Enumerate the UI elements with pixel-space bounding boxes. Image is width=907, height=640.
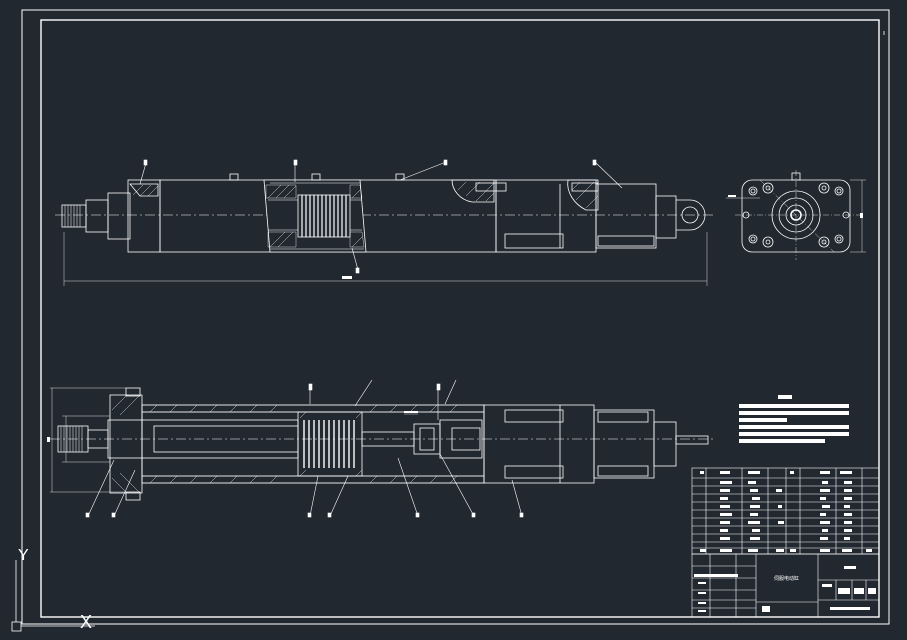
parts-list-table <box>691 467 880 555</box>
section-view-dimensions <box>47 387 418 493</box>
ucs-x-label: X <box>80 612 92 632</box>
ucs-y-label: Y <box>18 547 29 564</box>
top-view-cylinder <box>55 173 715 253</box>
drawing-frame <box>40 19 880 618</box>
title-block <box>691 553 880 618</box>
section-view-leaders <box>85 379 524 518</box>
ucs-axis-icon <box>11 560 95 632</box>
end-view-flange <box>726 170 866 260</box>
drawing-title: 伺服电动缸 <box>774 575 799 582</box>
top-view-dimension <box>63 232 708 286</box>
top-view-leaders <box>139 159 623 274</box>
sheet-outer-border <box>21 9 890 625</box>
section-hatching <box>111 394 485 494</box>
technical-requirements <box>739 395 849 443</box>
